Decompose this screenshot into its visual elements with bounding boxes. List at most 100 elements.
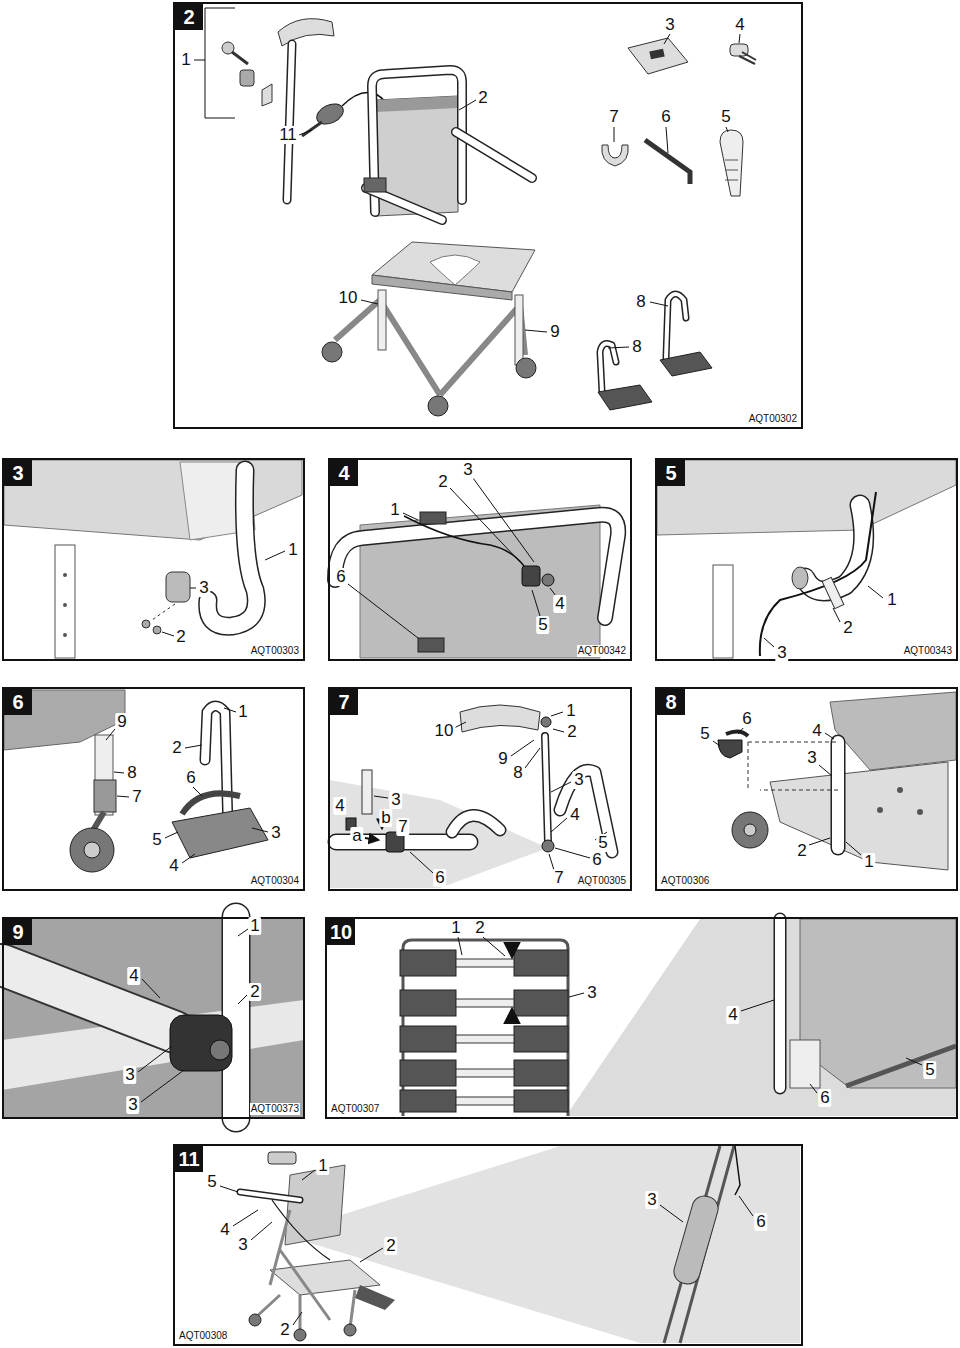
footrest-fitting-part — [205, 706, 228, 830]
callout-number: 6 — [740, 710, 753, 728]
figure-panel: 9AQT00373 — [2, 917, 305, 1119]
callout-number: 4 — [553, 595, 566, 613]
headrest-fitting-part — [551, 712, 563, 716]
frame-leg-detail-part — [830, 692, 956, 770]
backrest-straps-part-part — [456, 999, 514, 1007]
tilt-chair-overview-part — [671, 1193, 721, 1287]
callout-number: 2 — [436, 473, 449, 491]
seat-pin-detail-part — [63, 573, 67, 577]
callout-number: 4 — [218, 1221, 231, 1239]
footrest-fitting-part — [224, 708, 236, 712]
frame-leg-detail-part — [877, 807, 883, 813]
backrest-cable-part — [418, 638, 444, 652]
footrest-fitting-part — [182, 854, 195, 863]
parts-overview-part — [649, 49, 664, 60]
callout-number: 3 — [389, 791, 402, 809]
headrest-fitting-part — [525, 748, 540, 768]
tilt-chair-overview-part — [272, 1200, 330, 1260]
backrest-straps-part — [483, 937, 505, 956]
parts-overview-part — [335, 300, 525, 395]
headrest-fitting-part — [410, 852, 433, 873]
tilt-chair-overview — [220, 1146, 800, 1343]
tilt-chair-overview-part — [240, 1192, 300, 1200]
callout-number: 3 — [123, 1066, 136, 1084]
callout-number: 2 — [248, 983, 261, 1001]
backrest-straps-part — [511, 944, 514, 956]
cable-tie-detail-part — [657, 460, 956, 535]
callout-number: 6 — [184, 769, 197, 787]
parts-overview-part — [456, 132, 532, 178]
callout-number: 3 — [197, 579, 210, 597]
backrest-straps-part — [741, 1000, 774, 1011]
headrest-fitting-part — [511, 740, 534, 756]
backrest-straps-part — [810, 1084, 817, 1093]
backrest-cable-part — [542, 574, 554, 586]
backrest-cable-part — [420, 512, 446, 524]
headrest-fitting-part — [551, 782, 571, 792]
parts-overview-part — [726, 127, 728, 132]
headrest-fitting-part — [560, 770, 612, 852]
callout-number: 6 — [590, 851, 603, 869]
tilt-chair-overview-part — [355, 1285, 395, 1310]
seat-pin-detail-part — [265, 551, 285, 560]
callout-number: 1 — [388, 501, 401, 519]
frame-leg-detail-part — [770, 762, 948, 870]
headrest-fitting-part — [549, 854, 554, 870]
footrest-fitting-part — [106, 729, 115, 740]
figure-panel: 10AQT00307 — [325, 917, 958, 1119]
headrest-fitting-part — [374, 796, 388, 798]
clamp-closeup-part — [223, 917, 249, 1118]
frame-leg-detail-part — [832, 742, 844, 848]
parts-overview-part — [456, 132, 532, 178]
parts-overview-part — [666, 127, 668, 153]
clamp-closeup-part — [2, 965, 175, 1032]
figure-code: AQT00302 — [748, 413, 798, 425]
callout-number: 11 — [277, 126, 299, 144]
headrest-fitting-part — [555, 848, 590, 858]
callout-number: 4 — [810, 722, 823, 740]
callout-number: 8 — [634, 293, 647, 311]
parts-overview-part — [525, 330, 547, 332]
backrest-straps-part — [400, 950, 568, 1112]
callout-number: 3 — [663, 16, 676, 34]
seat-pin-detail-part — [142, 620, 150, 628]
callout-number: 1 — [885, 591, 898, 609]
footrest-fitting-part — [205, 706, 228, 830]
parts-overview-part — [232, 52, 248, 64]
parts-overview-part — [660, 352, 712, 376]
backrest-cable-part — [335, 515, 618, 618]
clamp-closeup-part — [138, 1046, 172, 1072]
callout-number: 2 — [476, 89, 489, 107]
cable-tie-detail-part — [833, 608, 840, 622]
panel-number: 4 — [330, 460, 358, 486]
backrest-cable-part — [335, 515, 618, 618]
footrest-fitting-part — [172, 808, 268, 858]
callout-number: 3 — [645, 1191, 658, 1209]
parts-overview-part — [372, 275, 512, 300]
tilt-chair-overview-part — [293, 1312, 302, 1325]
parts-overview-part — [378, 290, 386, 350]
callout-number: 5 — [536, 616, 549, 634]
seat-pin-detail-part — [166, 572, 190, 602]
callout-number: 10 — [337, 289, 360, 307]
seat-pin-detail-part — [190, 588, 196, 589]
frame-leg-detail-part — [748, 742, 838, 790]
panel-number: 5 — [657, 460, 685, 486]
figure-panel: 4AQT00342 — [328, 458, 632, 661]
tilt-chair-overview-part — [344, 1324, 356, 1336]
backrest-cable — [335, 478, 618, 658]
backrest-straps-part-part — [456, 959, 514, 967]
parts-overview-part — [739, 52, 756, 64]
parts-overview-part — [194, 60, 205, 61]
parts-overview-part — [262, 84, 272, 106]
figure-panel: 6AQT00304 — [2, 687, 305, 891]
callout-number: 5 — [698, 725, 711, 743]
parts-overview-part — [516, 358, 536, 378]
tilt-chair-overview-part — [268, 1152, 296, 1164]
callout-number: 8 — [125, 764, 138, 782]
backrest-straps-part-part — [456, 1097, 514, 1105]
backrest-straps-part-part — [400, 1026, 456, 1052]
figure-code: AQT00305 — [577, 875, 627, 887]
panel-number: 3 — [4, 460, 32, 486]
backrest-straps-part-part — [400, 990, 456, 1016]
